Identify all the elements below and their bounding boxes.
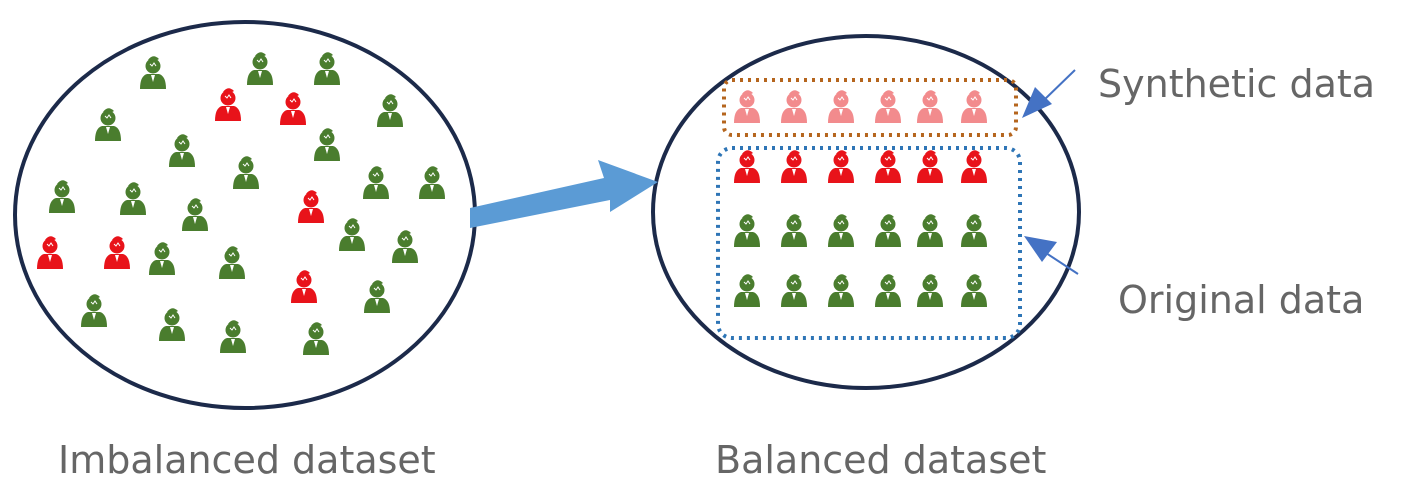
minority-person-icon (215, 88, 241, 121)
majority-person-icon (961, 274, 987, 307)
balanced-dataset-circle (651, 34, 1081, 390)
transform-arrow (470, 160, 658, 228)
majority-person-icon (233, 156, 259, 189)
majority-person-icon (781, 274, 807, 307)
synthetic-person-icon (875, 90, 901, 123)
synthetic-person-icon (961, 90, 987, 123)
synthetic-data-box (722, 78, 1018, 137)
minority-person-icon (104, 236, 130, 269)
majority-person-icon (149, 242, 175, 275)
minority-person-icon (781, 150, 807, 183)
majority-person-icon (120, 182, 146, 215)
synthetic-person-icon (781, 90, 807, 123)
balanced-dataset-label: Balanced dataset (715, 438, 1047, 482)
majority-person-icon (247, 52, 273, 85)
balanced-people (734, 90, 987, 307)
majority-person-icon (81, 294, 107, 327)
majority-person-icon (182, 198, 208, 231)
synthetic-pointer-arrow (1022, 69, 1076, 118)
majority-person-icon (917, 214, 943, 247)
minority-person-icon (917, 150, 943, 183)
synthetic-person-icon (917, 90, 943, 123)
majority-person-icon (95, 108, 121, 141)
original-data-box (716, 146, 1022, 340)
majority-person-icon (734, 214, 760, 247)
majority-person-icon (828, 214, 854, 247)
minority-person-icon (291, 270, 317, 303)
majority-person-icon (159, 308, 185, 341)
majority-person-icon (875, 274, 901, 307)
synthetic-person-icon (734, 90, 760, 123)
minority-person-icon (37, 236, 63, 269)
minority-person-icon (828, 150, 854, 183)
majority-person-icon (781, 214, 807, 247)
minority-person-icon (961, 150, 987, 183)
majority-person-icon (49, 180, 75, 213)
majority-person-icon (734, 274, 760, 307)
minority-person-icon (298, 190, 324, 223)
majority-person-icon (140, 56, 166, 89)
majority-person-icon (303, 322, 329, 355)
majority-person-icon (339, 218, 365, 251)
majority-person-icon (220, 320, 246, 353)
majority-person-icon (364, 280, 390, 313)
majority-person-icon (169, 134, 195, 167)
majority-person-icon (377, 94, 403, 127)
majority-person-icon (961, 214, 987, 247)
minority-person-icon (734, 150, 760, 183)
synthetic-data-label: Synthetic data (1098, 62, 1376, 106)
majority-person-icon (314, 52, 340, 85)
majority-person-icon (828, 274, 854, 307)
original-pointer-arrow (1024, 236, 1079, 275)
majority-person-icon (392, 230, 418, 263)
majority-person-icon (314, 128, 340, 161)
minority-person-icon (875, 150, 901, 183)
synthetic-person-icon (828, 90, 854, 123)
majority-person-icon (363, 166, 389, 199)
majority-person-icon (875, 214, 901, 247)
minority-person-icon (280, 92, 306, 125)
imbalanced-people (37, 52, 445, 355)
imbalanced-dataset-label: Imbalanced dataset (58, 438, 436, 482)
majority-person-icon (219, 246, 245, 279)
majority-person-icon (419, 166, 445, 199)
majority-person-icon (917, 274, 943, 307)
original-data-label: Original data (1118, 278, 1365, 322)
